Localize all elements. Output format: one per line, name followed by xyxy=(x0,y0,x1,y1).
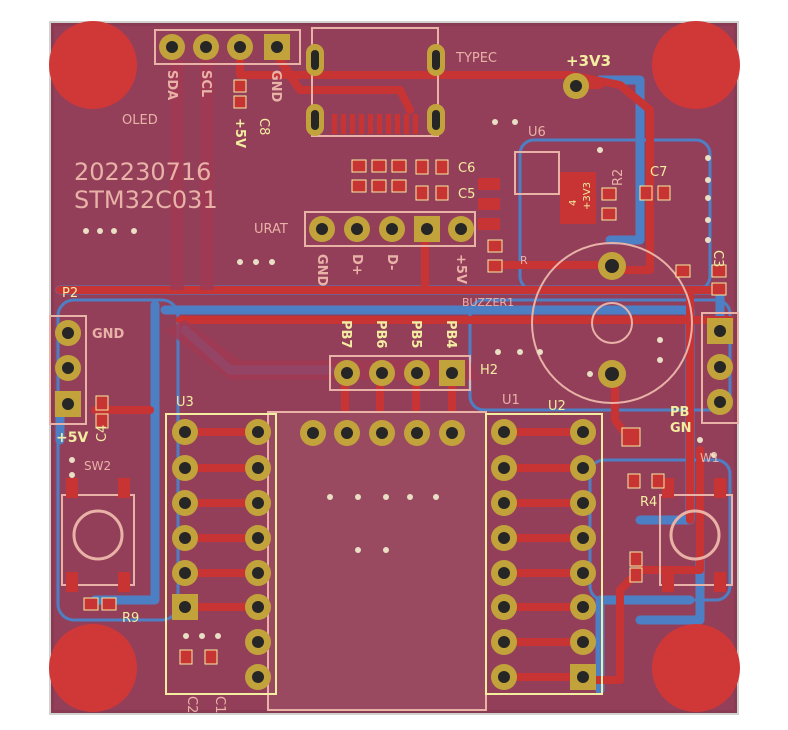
sw1-label: W1 xyxy=(700,451,720,465)
smd-components xyxy=(83,79,727,665)
sw2-label: SW2 xyxy=(84,459,111,473)
buzzer-pad-plus-drill xyxy=(605,259,619,273)
u1-label: U1 xyxy=(502,393,520,408)
u1-module-outline xyxy=(267,411,487,711)
h2-label: H2 xyxy=(480,363,498,378)
p1-header xyxy=(701,312,739,424)
p2-label: P2 xyxy=(62,286,78,301)
u2-outline xyxy=(485,413,603,695)
vias xyxy=(69,119,717,639)
mount-hole-bl xyxy=(49,624,137,712)
h2-pin-pb5: PB5 xyxy=(408,320,423,348)
p1-pb-label: PB xyxy=(670,405,689,420)
oled-pin-scl: SCL xyxy=(198,70,213,97)
typec-label: TYPEC xyxy=(455,51,497,66)
sw2-switch xyxy=(61,478,135,592)
h2-pin-pb6: PB6 xyxy=(373,320,388,348)
power-bands xyxy=(165,60,480,380)
sw1-switch xyxy=(659,478,733,592)
buzzer-label: BUZZER1 xyxy=(462,296,514,309)
u3-label: U3 xyxy=(176,395,194,410)
c8-label: C8 xyxy=(256,118,271,135)
date-label: 202230716 xyxy=(74,158,211,186)
p2-header xyxy=(49,315,87,425)
c4-label: C4 xyxy=(95,425,110,442)
buzzer-center xyxy=(591,302,633,344)
r-near-label: R xyxy=(520,254,528,267)
chip-label: STM32C031 xyxy=(74,186,218,214)
silk-labels: 202230716 STM32C031 OLED TYPEC URAT +3V3… xyxy=(56,51,725,713)
u6-label: U6 xyxy=(528,125,546,140)
urat-pin-dp: D+ xyxy=(349,254,364,276)
urat-pin-dm: D- xyxy=(384,254,399,270)
mount-hole-tl xyxy=(49,21,137,109)
urat-pin-gnd: GND xyxy=(314,254,329,287)
c3-label: C3 xyxy=(710,250,725,267)
typec-connector xyxy=(306,27,445,137)
u1-top-pads xyxy=(300,420,465,446)
urat-pin-5v: +5V xyxy=(453,254,468,284)
urat-header xyxy=(304,211,476,247)
u3-outline xyxy=(165,413,277,695)
buzzer-outline xyxy=(531,242,693,404)
u6-3v3-mark: +3V3 xyxy=(582,182,593,210)
oled-pin-sda: SDA xyxy=(164,70,179,100)
urat-label: URAT xyxy=(254,222,288,237)
c8-5v-label: +5V xyxy=(232,118,247,148)
oled-pin-gnd: GND xyxy=(268,70,283,103)
oled-header xyxy=(154,29,301,65)
testpoint-3v3-drill xyxy=(570,80,582,92)
p1-gn-label: GN xyxy=(670,421,692,436)
h2-header xyxy=(329,355,471,391)
p2-5v-label: +5V xyxy=(56,430,88,446)
h2-pin-pb4: PB4 xyxy=(443,320,458,348)
c6-label: C6 xyxy=(458,161,475,176)
mount-hole-br xyxy=(652,624,740,712)
u2-label: U2 xyxy=(548,399,566,414)
u2-pads xyxy=(491,419,596,690)
r9-label: R9 xyxy=(122,611,139,626)
c1-label: C1 xyxy=(212,696,227,713)
h2-pin-pb7: PB7 xyxy=(338,320,353,348)
p2-gnd-label: GND xyxy=(92,327,125,342)
oled-label: OLED xyxy=(122,113,158,128)
c7-label: C7 xyxy=(650,165,667,180)
c2-label: C2 xyxy=(184,696,199,713)
mount-hole-tr xyxy=(652,21,740,109)
c5-label: C5 xyxy=(458,187,475,202)
r4-label: R4 xyxy=(640,495,657,510)
plus3v3-label: +3V3 xyxy=(566,52,611,70)
mounting-holes xyxy=(49,21,740,712)
u6-pin-mark: 4 xyxy=(568,200,579,206)
buzzer-pad-minus-drill xyxy=(605,367,619,381)
u6-regulator xyxy=(478,151,596,230)
u3-pads xyxy=(172,419,271,690)
r2-label: R2 xyxy=(611,169,626,186)
